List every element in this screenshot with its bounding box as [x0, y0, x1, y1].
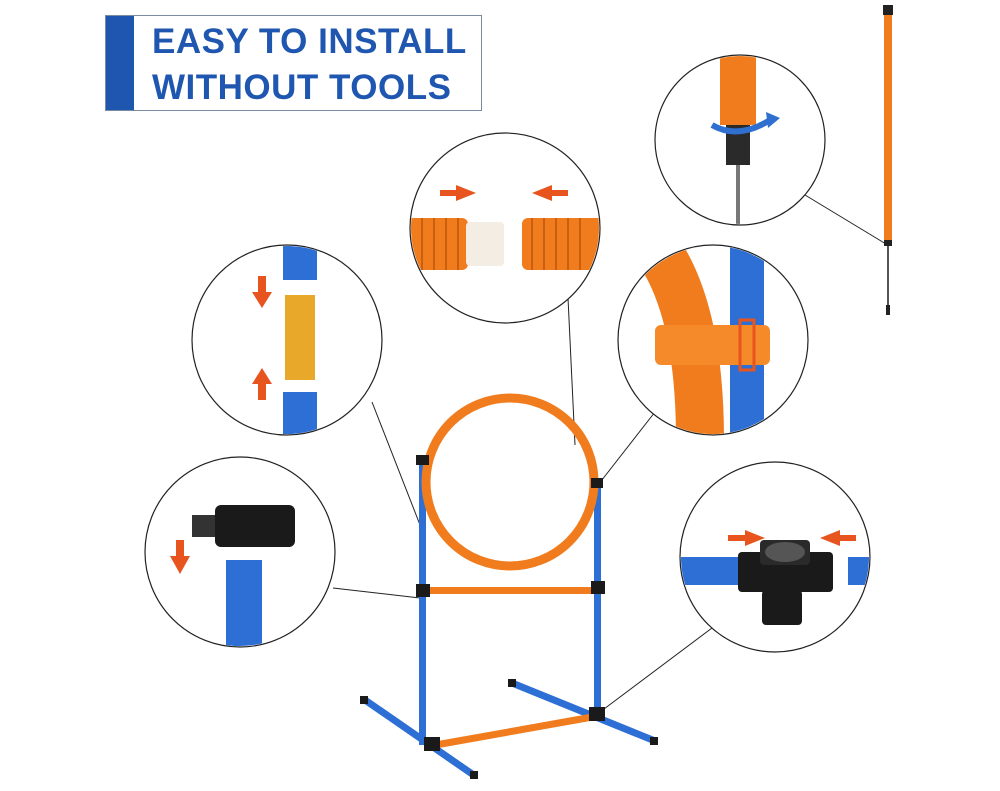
arrow-down-icon — [170, 556, 190, 574]
detail-t-connector — [679, 461, 871, 653]
detail-clip-connector — [144, 456, 336, 648]
detail-twist-lock — [654, 54, 826, 226]
arrow-down-icon — [252, 292, 272, 308]
title-accent-bar — [106, 16, 134, 110]
arrow-up-icon — [252, 368, 272, 384]
arrow-left-icon — [820, 530, 840, 546]
title-line-1: EASY TO INSTALL — [152, 22, 467, 61]
rotate-icon — [710, 117, 772, 135]
detail-velcro-strap — [617, 244, 809, 436]
detail-ring-joint — [409, 132, 601, 324]
arrow-right-icon — [745, 530, 765, 546]
agility-jump-frame — [360, 393, 658, 779]
arrow-left-icon — [532, 185, 552, 201]
title-line-2: WITHOUT TOOLS — [152, 68, 452, 107]
standalone-pole — [883, 5, 893, 315]
title-banner: EASY TO INSTALL WITHOUT TOOLS — [105, 15, 482, 111]
leader-lines — [332, 194, 887, 713]
detail-pole-coupler — [191, 244, 383, 436]
arrow-right-icon — [456, 185, 476, 201]
